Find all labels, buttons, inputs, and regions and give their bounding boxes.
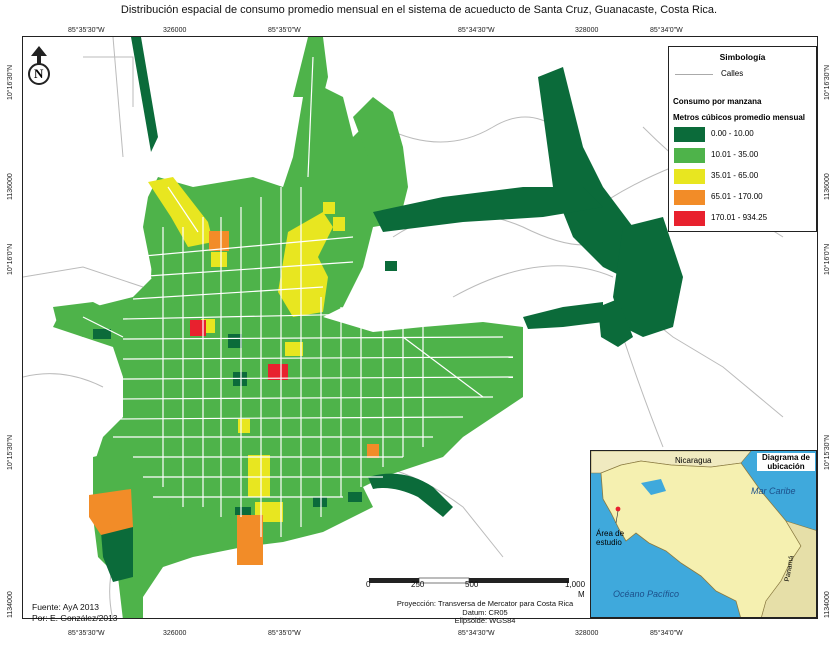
coord-top-2: 326000: [163, 27, 187, 34]
legend-class-4: 65.01 - 170.00: [711, 192, 763, 201]
coord-left-5: 1134000: [7, 591, 14, 618]
coord-bottom-2: 326000: [163, 630, 187, 637]
legend-street-line: [675, 74, 713, 75]
inset-costa-rica: [600, 460, 802, 617]
coord-right-3: 10°16'0"N: [824, 243, 831, 275]
datum-line: Datum: CR05: [462, 607, 508, 617]
block-dark-6: [348, 492, 362, 502]
inset-label-area: Área de estudio: [596, 529, 625, 547]
block-dark-4: [93, 329, 111, 339]
legend-streets-label: Calles: [721, 69, 744, 78]
coord-bottom-4: 85°34'30"W: [458, 630, 495, 637]
north-arrow-letter: N: [34, 66, 44, 81]
coord-left-3: 10°16'0"N: [7, 243, 14, 275]
scale-label-250: 250: [411, 580, 425, 589]
block-dark-east: [613, 217, 683, 337]
block-orange-3: [89, 489, 133, 535]
block-dark-1: [228, 334, 242, 348]
coord-left-4: 10°15'30"N: [7, 434, 14, 470]
legend-swatch-3: [674, 169, 705, 184]
legend-swatch-1: [674, 127, 705, 142]
inset-label-nicaragua: Nicaragua: [675, 456, 712, 465]
block-dark-7: [235, 507, 251, 515]
projection-info: Proyección: Transversa de Mercator para …: [360, 599, 610, 626]
inset-title: Diagrama de ubicación: [757, 453, 815, 471]
inset-nicoya-lake: [641, 479, 666, 495]
legend-class-5: 170.01 - 934.25: [711, 213, 768, 222]
block-red-2: [268, 364, 288, 380]
legend: Simbología Calles Consumo por manzana Me…: [668, 46, 817, 232]
block-dark-road-strip: [373, 187, 603, 232]
block-orange-2: [237, 515, 263, 565]
block-yellow-8: [323, 202, 335, 214]
inset-label-caribe: Mar Caribe: [751, 486, 796, 496]
block-yellow-4: [333, 217, 345, 231]
legend-class-2: 10.01 - 35.00: [711, 150, 759, 159]
scale-label-500: 500: [465, 580, 479, 589]
block-yellow-center: [278, 212, 333, 317]
credits-source: Fuente: AyA 2013: [32, 602, 99, 612]
legend-swatch-4: [674, 190, 705, 205]
inset-panama: [761, 520, 816, 617]
urban-north-strip: [293, 37, 328, 97]
block-dark-north: [131, 37, 158, 152]
scale-unit: M: [578, 590, 585, 599]
inset-study-area-dot: [615, 506, 621, 512]
coord-bottom-3: 85°35'0"W: [268, 630, 301, 637]
inset-label-pacifico: Océano Pacífico: [613, 589, 680, 599]
coord-bottom-6: 85°34'0"W: [650, 630, 683, 637]
block-yellow-1: [211, 252, 227, 267]
coord-top-3: 85°35'0"W: [268, 27, 301, 34]
block-dark-east-small: [598, 299, 633, 347]
block-dark-road-strip-2: [523, 302, 603, 329]
block-orange-4: [367, 444, 379, 458]
coord-right-2: 1136000: [824, 173, 831, 200]
coord-bottom-5: 328000: [575, 630, 599, 637]
block-orange-1: [209, 231, 229, 251]
urban-east-lobe: [353, 97, 403, 167]
coord-left-2: 1136000: [7, 173, 14, 200]
block-yellow-5: [238, 419, 250, 433]
legend-swatch-5: [674, 211, 705, 226]
north-arrow: N: [27, 46, 51, 88]
location-inset-map[interactable]: Diagrama de ubicación Nicaragua Mar Cari…: [590, 450, 817, 618]
coord-top-5: 328000: [575, 27, 599, 34]
block-dark-southeast-curve: [368, 473, 453, 517]
block-dark-northeast: [538, 67, 643, 277]
scale-label-1000: 1,000: [565, 580, 586, 589]
map-canvas[interactable]: [23, 37, 818, 619]
block-yellow-3: [285, 342, 303, 356]
legend-class-3: 35.01 - 65.00: [711, 171, 759, 180]
legend-title: Simbología: [719, 52, 766, 62]
coord-left-1: 10°16'30"N: [7, 64, 14, 100]
map-title: Distribución espacial de consumo promedi…: [120, 4, 718, 16]
coord-right-4: 10°15'30"N: [824, 434, 831, 470]
ellipsoid-line: Elipsoide: WGS84: [454, 616, 516, 625]
coord-top-1: 85°35'30"W: [68, 27, 105, 34]
coord-right-1: 10°16'30"N: [824, 64, 831, 100]
legend-heading-consumption: Consumo por manzana: [673, 97, 762, 106]
street-grid: [82, 56, 514, 537]
urban-northwest-lobe: [151, 227, 188, 307]
credits-author: Por: E. González/2013: [32, 613, 118, 623]
scale-bar: [369, 577, 569, 584]
coord-right-5: 1134000: [824, 591, 831, 618]
block-dark-5: [313, 497, 327, 507]
credits: Fuente: AyA 2013 Por: E. González/2013: [32, 602, 118, 624]
block-dark-3: [385, 261, 397, 271]
block-red-1: [190, 320, 206, 336]
block-yellow-6: [248, 455, 270, 497]
block-dark-southwest: [101, 527, 133, 582]
legend-swatch-2: [674, 148, 705, 163]
projection-line: Proyección: Transversa de Mercator para …: [396, 599, 574, 608]
coord-top-6: 85°34'0"W: [650, 27, 683, 34]
coord-top-4: 85°34'30"W: [458, 27, 495, 34]
coord-bottom-1: 85°35'30"W: [68, 630, 105, 637]
scale-label-0: 0: [366, 580, 371, 589]
legend-heading-units: Metros cúbicos promedio mensual: [673, 113, 806, 122]
legend-class-1: 0.00 - 10.00: [711, 129, 754, 138]
